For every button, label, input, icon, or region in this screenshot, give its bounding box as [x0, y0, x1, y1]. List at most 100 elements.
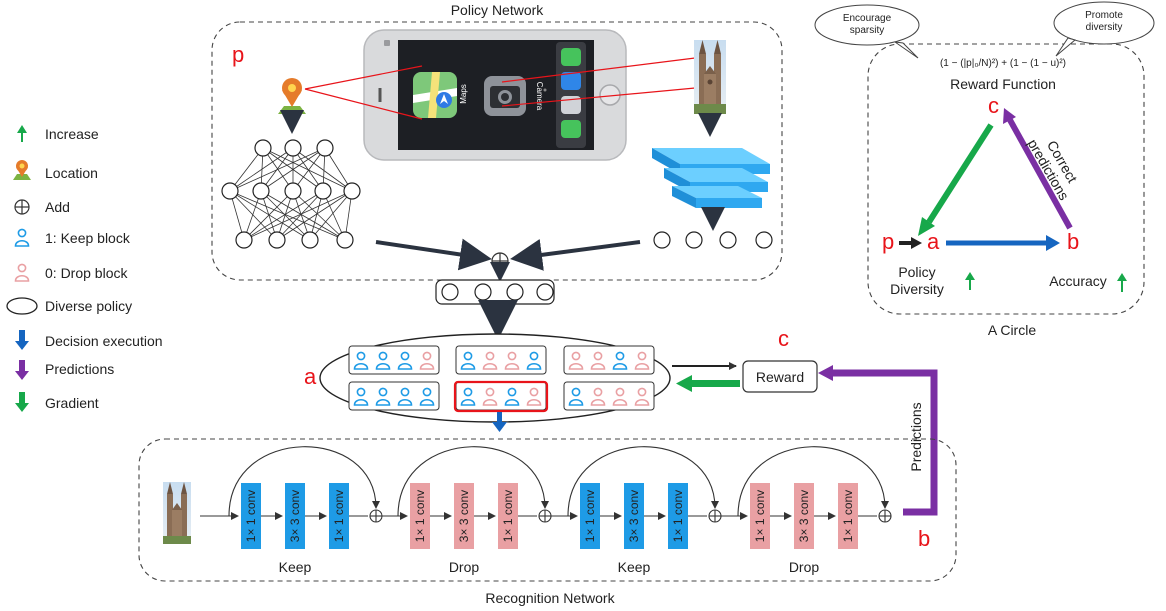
- letter-p-cycle: p: [882, 229, 894, 254]
- predictions-label: Predictions: [908, 402, 924, 471]
- network-node: [316, 139, 334, 157]
- pink-person-icon: [568, 351, 584, 370]
- p-to-a-arrow: [899, 237, 922, 249]
- letter-c-reward: c: [778, 326, 789, 351]
- conv-layer: [329, 483, 349, 549]
- reward-box: [742, 360, 818, 393]
- image-feature-nodes: [653, 231, 773, 249]
- pink-person-icon: [482, 387, 498, 406]
- blue-person-icon: [14, 228, 30, 247]
- purple-down-arrow-icon: [15, 360, 29, 380]
- conv-layer-label: 3× 3 conv: [457, 490, 471, 542]
- legend-label-predictions: Predictions: [45, 361, 114, 377]
- conv-layer-label: 3× 3 conv: [288, 490, 302, 542]
- conv-layer: [498, 483, 518, 549]
- letter-p-policy: p: [232, 42, 244, 67]
- network-node: [221, 182, 239, 200]
- camera-app-icon: [484, 76, 526, 116]
- legend-label-drop: 0: Drop block: [45, 265, 128, 281]
- maps-app-icon: [413, 72, 457, 118]
- network-node: [336, 231, 354, 249]
- network-node: [301, 231, 319, 249]
- pink-person-icon: [419, 351, 435, 370]
- church-image: [694, 40, 726, 114]
- pink-person-icon: [590, 351, 606, 370]
- letter-b-output: b: [918, 526, 930, 551]
- legend: Increase Location Add 1: Keep block 0: D…: [6, 125, 163, 412]
- gradient-arrow: [676, 375, 740, 392]
- conv-layer: [838, 483, 858, 549]
- green-up-arrow-icon: [17, 125, 27, 142]
- network-node: [268, 231, 286, 249]
- conv-layer: [794, 483, 814, 549]
- network-node: [252, 182, 270, 200]
- keep-block-label: Keep: [618, 559, 651, 575]
- network-node: [314, 182, 332, 200]
- maps-app-label: Maps: [459, 84, 468, 104]
- gradient-arrow: [918, 123, 994, 236]
- policy-group: [348, 381, 440, 411]
- policy-grid: [348, 345, 655, 411]
- blue-person-icon: [353, 351, 369, 370]
- legend-label-keep: 1: Keep block: [45, 230, 131, 246]
- blue-person-icon: [568, 387, 584, 406]
- camera-app-label: Camera: [535, 82, 544, 111]
- conv-layer: [750, 483, 770, 549]
- letter-a-policy: a: [304, 364, 317, 389]
- conv-layer-label: 1× 1 conv: [501, 490, 515, 542]
- conv-layer: [668, 483, 688, 549]
- predictions-arrow: [1003, 108, 1073, 230]
- keep-block-label: Keep: [279, 559, 312, 575]
- conv-layer: [624, 483, 644, 549]
- policy-group: [563, 381, 655, 411]
- blue-person-icon: [460, 351, 476, 370]
- conv-layer: [241, 483, 261, 549]
- blue-person-icon: [375, 351, 391, 370]
- letter-b-cycle: b: [1067, 229, 1079, 254]
- reward-function-title: Reward Function: [950, 76, 1056, 92]
- pink-person-icon: [504, 351, 520, 370]
- conv-layer-label: 1× 1 conv: [583, 490, 597, 542]
- conv-layer-label: 1× 1 conv: [671, 490, 685, 542]
- conv-layer: [454, 483, 474, 549]
- smartphone-image: Maps Camera: [363, 29, 627, 161]
- blue-person-icon: [419, 387, 435, 406]
- legend-label-diverse-policy: Diverse policy: [45, 298, 132, 314]
- pink-person-icon: [526, 387, 542, 406]
- legend-label-increase: Increase: [45, 126, 99, 142]
- legend-label-decision-execution: Decision execution: [45, 333, 163, 349]
- location-pin-icon: [13, 160, 31, 180]
- blue-person-icon: [397, 351, 413, 370]
- accuracy-text: Accuracy: [1049, 273, 1107, 289]
- blue-person-icon: [397, 387, 413, 406]
- pink-person-icon: [590, 387, 606, 406]
- network-node: [235, 231, 253, 249]
- green-down-arrow-icon: [15, 392, 29, 412]
- policy-group: [563, 345, 655, 375]
- cnn-feature-blocks: [652, 148, 770, 208]
- pink-person-icon: [634, 351, 650, 370]
- a-circle-title: A Circle: [988, 322, 1036, 338]
- ellipse-icon: [6, 297, 38, 315]
- blue-person-icon: [353, 387, 369, 406]
- conv-layer-label: 3× 3 conv: [797, 490, 811, 542]
- selected-policy-highlight: [453, 380, 549, 413]
- pink-person-icon: [14, 263, 30, 282]
- reward-label: Reward: [756, 369, 804, 385]
- green-up-arrow-icon: [965, 272, 975, 290]
- network-node: [284, 182, 302, 200]
- network-node: [284, 139, 302, 157]
- conv-layer-label: 3× 3 conv: [627, 490, 641, 542]
- conv-layer-label: 1× 1 conv: [413, 490, 427, 542]
- network-node: [343, 182, 361, 200]
- predictions-arrow: [818, 365, 938, 516]
- blue-person-icon: [526, 351, 542, 370]
- church-image: [163, 482, 191, 544]
- blue-person-icon: [375, 387, 391, 406]
- legend-label-add: Add: [45, 199, 70, 215]
